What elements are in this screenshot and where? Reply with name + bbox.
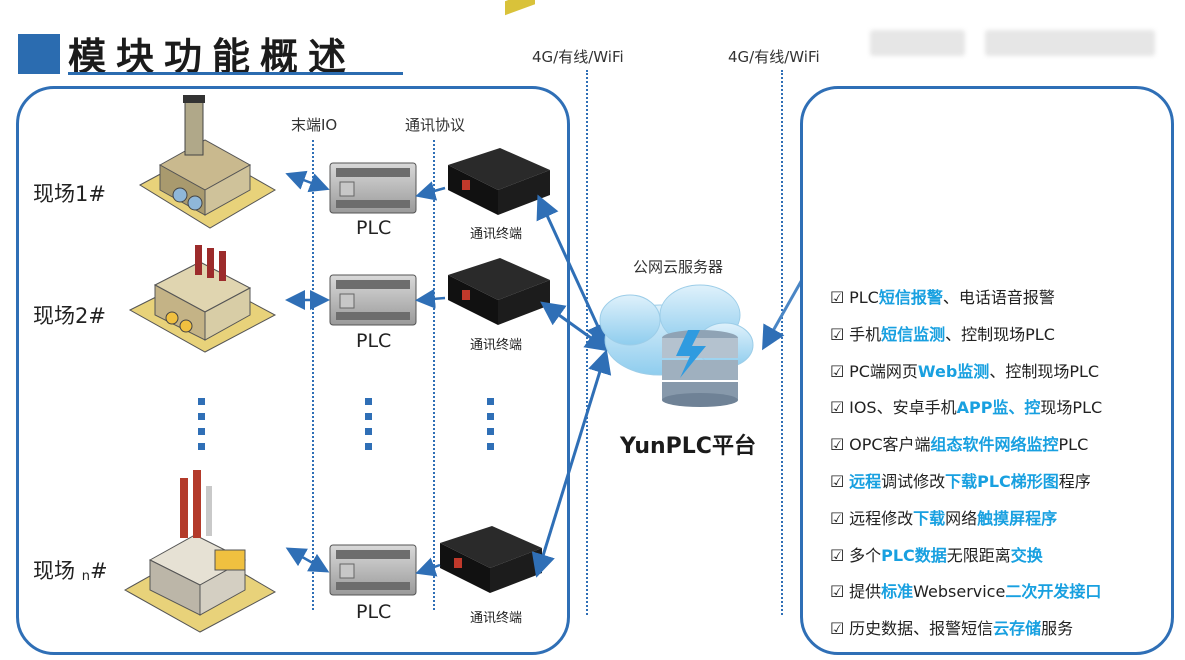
feature-highlight-text: 标准 [881,582,914,602]
checkbox-icon: ☑ [830,472,845,491]
checkbox-icon: ☑ [830,545,845,565]
page-title: 模块功能概述 [68,35,357,79]
feature-item: ☑ 手机短信监测、控制现场PLC [830,321,1055,345]
feature-highlight-text: 下载PLC梯形图 [945,472,1059,491]
site-plc-arrows [285,170,330,573]
feature-item: ☑ PC端网页Web监测、控制现场PLC [830,358,1099,382]
terminal-label-1: 通讯终端 [470,227,523,242]
feature-highlight-text: 下载 [913,508,946,528]
feature-highlight-text: 组态软件网络监控 [930,435,1059,455]
feature-highlight-text: PLC数据 [881,545,947,565]
feature-item: ☑ 多个PLC数据无限距离交换 [830,542,1043,566]
terminal-icon-1 [448,0,550,215]
feature-item: ☑ OPC客户端组态软件网络监控PLC [830,431,1088,455]
feature-text: 无限距离 [946,545,1011,565]
feature-item: ☑ PLC短信报警、电话语音报警 [830,284,1055,308]
feature-text: 、控制现场PLC [989,361,1100,381]
plc-label-n: PLC [356,601,392,623]
feature-highlight-text: 交换 [1010,545,1043,565]
feature-highlight-text: Web监测 [917,361,990,381]
terminal-label-2: 通讯终端 [470,338,523,353]
feature-item: ☑ 提供标准Webservice二次开发接口 [830,578,1101,602]
network-label-right: 4G/有线/WiFi [728,48,820,66]
plc-icon-1 [329,162,417,214]
plc-label-1: PLC [356,217,392,239]
feature-text: PLC [1058,435,1089,455]
feature-highlight-text: 触摸屏程序 [977,508,1058,528]
site-2-label: 现场2# [33,304,106,328]
checkbox-icon: ☑ [830,398,845,418]
feature-highlight-text: 二次开发接口 [1005,582,1102,602]
blurred-logo [870,30,965,56]
feature-text: 手机 [849,324,882,344]
feature-item: ☑ 远程调试修改下载PLC梯形图程序 [830,468,1091,492]
feature-item: ☑ 历史数据、报警短信云存储服务 [830,615,1073,639]
protocol-divider [433,140,435,610]
blurred-logo-text [985,30,1155,56]
checkbox-icon: ☑ [830,619,845,639]
feature-item: ☑ IOS、安卓手机APP监、控现场PLC [830,394,1102,418]
title-marker [18,34,60,74]
plc-label-2: PLC [356,330,392,352]
cloud-server-icon [599,284,754,407]
terminal-plc-arrows [415,181,446,577]
feature-item: ☑ 远程修改下载网络触摸屏程序 [830,505,1057,529]
feature-text: 、控制现场PLC [945,324,1055,344]
feature-highlight-text: 短信报警 [878,288,943,307]
feature-highlight-text: 远程 [849,472,882,491]
io-column-label: 末端IO [291,116,338,134]
checkbox-icon: ☑ [830,582,845,602]
title-underline [68,72,403,75]
feature-text: 远程修改 [849,508,914,528]
features-panel [800,86,1174,655]
cloud-server-label: 公网云服务器 [633,258,724,276]
feature-text: 、电话语音报警 [942,288,1055,307]
platform-name: YunPLC平台 [620,434,756,459]
feature-highlight-text: 云存储 [993,619,1042,639]
checkbox-icon: ☑ [830,361,845,381]
feature-text: PLC [849,288,879,307]
feature-text: 调试修改 [881,472,946,491]
checkbox-icon: ☑ [830,324,845,344]
site-n-label: 现场 n# [33,559,108,584]
feature-text: 服务 [1041,619,1074,639]
factory-1-icon [138,95,276,229]
checkbox-icon: ☑ [830,508,845,528]
factory-2-icon [128,245,277,353]
feature-text: 多个 [849,545,882,565]
feature-text: PC端网页 [849,361,918,381]
io-divider [312,140,314,610]
feature-text: Webservice [913,582,1006,602]
terminal-label-n: 通讯终端 [470,611,523,626]
terminal-icon-n [440,526,542,593]
checkbox-icon: ☑ [830,288,845,307]
feature-text: 历史数据、报警短信 [849,619,994,639]
terminal-cloud-arrows [531,194,612,578]
feature-text: 提供 [849,582,882,602]
plc-icon-n [329,544,417,596]
feature-text: 程序 [1058,472,1091,491]
feature-text: IOS、安卓手机 [849,398,957,418]
feature-highlight-text: APP监、控 [956,398,1041,418]
plc-icon-2 [329,274,417,326]
feature-text: 现场PLC [1040,398,1103,418]
feature-highlight-text: 短信监测 [881,324,946,344]
protocol-column-label: 通讯协议 [405,116,466,134]
checkbox-icon: ☑ [830,435,845,455]
terminal-icon-2 [448,258,550,325]
network-label-left: 4G/有线/WiFi [532,48,624,66]
ellipsis-dots [198,398,494,450]
feature-text: OPC客户端 [849,435,931,455]
site-1-label: 现场1# [33,182,106,206]
feature-text: 网络 [945,508,978,528]
factory-n-icon [123,470,277,633]
